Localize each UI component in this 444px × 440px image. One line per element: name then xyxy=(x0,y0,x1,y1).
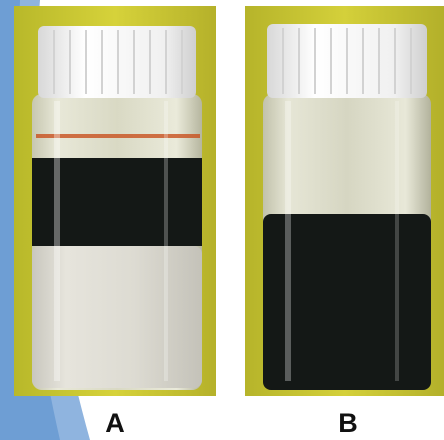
milky-layer xyxy=(32,246,202,388)
vial-photo-b xyxy=(245,6,444,396)
dark-layer xyxy=(263,214,431,390)
dark-layer xyxy=(32,158,202,246)
panel-label-b: B xyxy=(338,408,358,438)
vial-photo-a xyxy=(14,6,216,396)
panel-label-a: A xyxy=(105,408,125,438)
